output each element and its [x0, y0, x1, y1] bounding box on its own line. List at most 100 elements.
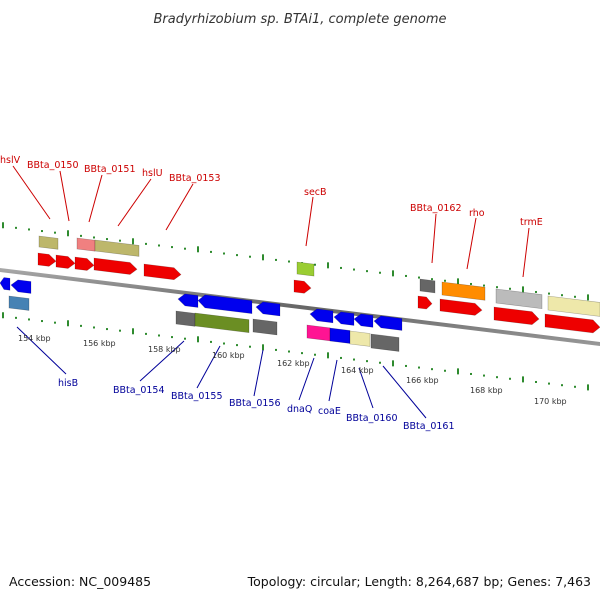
- gene-label-dnaq[interactable]: dnaQ: [287, 404, 312, 415]
- tick-mark-bottom: [457, 368, 459, 375]
- gene-arrow-reverse: [309, 308, 334, 324]
- gene-label-bbta-0156[interactable]: BBta_0156: [229, 398, 281, 409]
- feature-box: [175, 310, 196, 327]
- gene-arrow-forward: [93, 257, 138, 275]
- gene-arrow-forward: [439, 298, 483, 316]
- tick-mark-top: [119, 239, 121, 242]
- gene-label-bbta-0160[interactable]: BBta_0160: [346, 413, 398, 424]
- tick-mark-top: [223, 252, 225, 255]
- tick-mark-top: [184, 247, 186, 250]
- gene-label-rho[interactable]: rho: [469, 208, 485, 219]
- feature-track: [0, 235, 600, 352]
- tick-mark-bottom: [548, 382, 550, 385]
- tick-mark-top: [431, 278, 433, 281]
- label-connector: [139, 340, 185, 382]
- tick-mark-top: [587, 294, 589, 301]
- gene-label-bbta-0162[interactable]: BBta_0162: [410, 203, 462, 214]
- tick-mark-top: [288, 260, 290, 263]
- top-labels: hslV BBta_0150 BBta_0151 hslU BBta_0153 …: [0, 155, 543, 228]
- feature-box: [329, 327, 351, 344]
- gene-label-bbta-0153[interactable]: BBta_0153: [169, 173, 221, 184]
- tick-mark-bottom: [145, 332, 147, 335]
- feature-box: [547, 295, 600, 317]
- tick-mark-top: [418, 276, 420, 279]
- label-connector: [358, 367, 374, 409]
- gene-label-trme[interactable]: trmE: [520, 217, 543, 228]
- tick-mark-top: [80, 234, 82, 237]
- tick-mark-bottom: [236, 344, 238, 347]
- gene-label-secb[interactable]: secB: [304, 187, 327, 198]
- gene-label-bbta-0161[interactable]: BBta_0161: [403, 421, 455, 432]
- tick-label-156: 156 kbp: [83, 339, 116, 348]
- label-connector: [305, 196, 314, 247]
- tick-mark-top: [2, 222, 4, 229]
- tick-mark-top: [405, 274, 407, 277]
- label-connector: [522, 227, 530, 278]
- feature-box: [495, 288, 543, 310]
- label-connector: [466, 217, 477, 270]
- tick-mark-bottom: [379, 361, 381, 364]
- tick-mark-top: [340, 266, 342, 269]
- genome-backbone: [0, 268, 600, 346]
- label-connector: [382, 365, 427, 419]
- tick-mark-bottom: [275, 348, 277, 351]
- feature-box: [194, 312, 250, 333]
- tick-mark-top: [28, 228, 30, 231]
- tick-mark-top: [262, 254, 264, 261]
- gene-label-hisb[interactable]: hisB: [58, 378, 78, 389]
- gene-label-coae[interactable]: coaE: [318, 406, 341, 417]
- tick-label-154: 154 kbp: [18, 334, 51, 343]
- tick-mark-bottom: [444, 369, 446, 372]
- gene-arrow-forward: [143, 263, 182, 281]
- gene-label-hslv[interactable]: hslV: [0, 155, 21, 166]
- tick-mark-top: [548, 292, 550, 295]
- tick-mark-bottom: [353, 358, 355, 361]
- scale-labels: 154 kbp 156 kbp 158 kbp 160 kbp 162 kbp …: [18, 334, 567, 406]
- tick-mark-bottom: [496, 376, 498, 379]
- map-title: Bradyrhizobium sp. BTAi1, complete genom…: [153, 12, 446, 27]
- tick-mark-bottom: [574, 385, 576, 388]
- bottom-labels: hisB BBta_0154 BBta_0155 BBta_0156 dnaQ …: [58, 378, 455, 432]
- summary-text: Topology: circular; Length: 8,264,687 bp…: [247, 574, 591, 589]
- tick-mark-top: [392, 270, 394, 277]
- feature-box: [296, 261, 315, 277]
- tick-mark-top: [561, 294, 563, 297]
- feature-box: [441, 281, 486, 301]
- tick-mark-bottom: [340, 356, 342, 359]
- gene-arrow-forward: [417, 295, 433, 310]
- tick-mark-bottom: [314, 353, 316, 356]
- tick-mark-bottom: [15, 316, 17, 319]
- tick-mark-bottom: [418, 366, 420, 369]
- feature-box: [38, 235, 59, 250]
- tick-mark-bottom: [210, 340, 212, 343]
- gene-arrow-reverse: [197, 294, 253, 314]
- tick-mark-top: [210, 250, 212, 253]
- gene-label-bbta-0155[interactable]: BBta_0155: [171, 391, 223, 402]
- tick-mark-top: [509, 287, 511, 290]
- tick-mark-top: [145, 242, 147, 245]
- label-connectors: [12, 165, 530, 419]
- tick-track-top: [2, 222, 589, 301]
- gene-label-hslu[interactable]: hslU: [142, 168, 163, 179]
- feature-box: [419, 278, 436, 294]
- tick-mark-top: [41, 230, 43, 233]
- tick-mark-bottom: [67, 320, 69, 327]
- gene-label-bbta-0151[interactable]: BBta_0151: [84, 164, 136, 175]
- tick-mark-top: [275, 258, 277, 261]
- tick-mark-bottom: [80, 324, 82, 327]
- gene-label-bbta-0154[interactable]: BBta_0154: [113, 385, 165, 396]
- tick-mark-top: [171, 246, 173, 249]
- tick-mark-bottom: [197, 336, 199, 343]
- gene-arrow-forward: [55, 254, 76, 269]
- gene-label-bbta-0150[interactable]: BBta_0150: [27, 160, 79, 171]
- tick-label-162: 162 kbp: [277, 359, 310, 368]
- tick-mark-bottom: [249, 345, 251, 348]
- accession-text: Accession: NC_009485: [9, 574, 151, 589]
- label-connector: [196, 345, 221, 389]
- tick-mark-bottom: [171, 336, 173, 339]
- tick-mark-bottom: [223, 342, 225, 345]
- label-connector: [328, 359, 338, 402]
- feature-box: [306, 324, 331, 342]
- tick-label-168: 168 kbp: [470, 386, 503, 395]
- gene-arrow-reverse: [0, 277, 11, 291]
